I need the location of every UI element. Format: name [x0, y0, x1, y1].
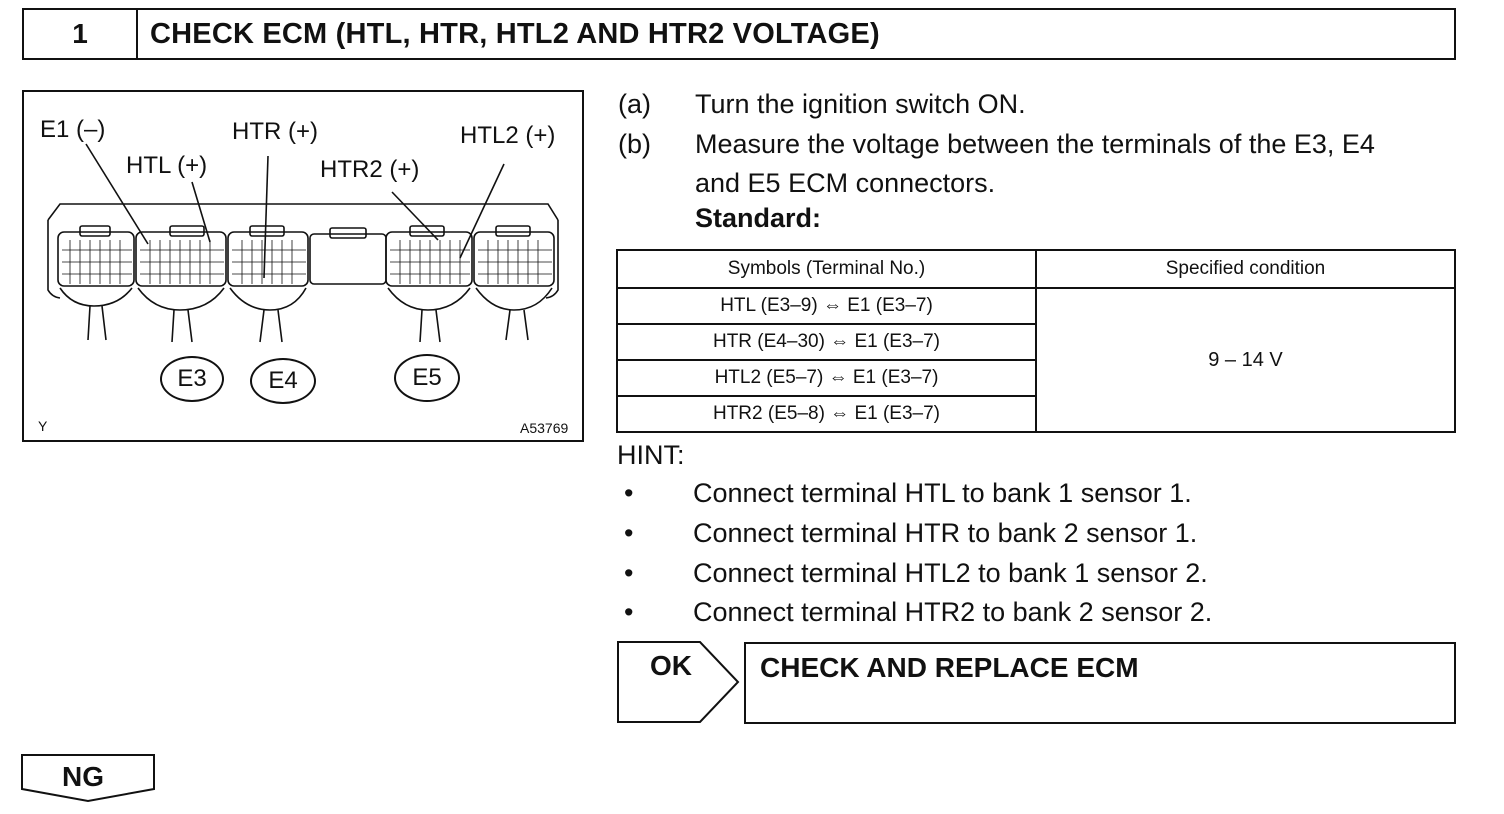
hint-bullet: •	[624, 558, 634, 588]
hint-item: Connect terminal HTL2 to bank 1 sensor 2…	[693, 558, 1208, 588]
connector-e5-label: E5	[394, 354, 460, 402]
step-b-text-line2: and E5 ECM connectors.	[695, 168, 996, 198]
hint-item: Connect terminal HTL to bank 1 sensor 1.	[693, 478, 1192, 508]
ok-label: OK	[650, 650, 692, 681]
table-row: HTR (E4–30) ⇔ E1 (E3–7)	[616, 323, 1455, 361]
table-header-symbols: Symbols (Terminal No.)	[616, 249, 1037, 289]
step-b-text-line1: Measure the voltage between the terminal…	[695, 129, 1375, 159]
table-cell-symbol: HTL (E3–9) ⇔ E1 (E3–7)	[616, 287, 1037, 325]
step-b-letter: (b)	[618, 129, 651, 159]
step-title: CHECK ECM (HTL, HTR, HTL2 AND HTR2 VOLTA…	[150, 17, 880, 50]
ok-arrow-box	[617, 641, 740, 723]
label-e1: E1 (–)	[40, 116, 106, 143]
label-htl: HTL (+)	[126, 152, 208, 179]
table-header-row: Symbols (Terminal No.) Specified conditi…	[616, 249, 1456, 289]
table-header-condition: Specified condition	[1035, 249, 1456, 289]
ecm-connector-figure: E1 (–) HTL (+) HTR (+) HTR2 (+) HTL2 (+)…	[22, 90, 584, 442]
label-htl2: HTL2 (+)	[460, 122, 556, 149]
table-cell-symbol: HTR (E4–30) ⇔ E1 (E3–7)	[616, 323, 1037, 361]
connector-e3-label: E3	[160, 356, 224, 402]
hint-label: HINT:	[617, 440, 685, 470]
hint-bullet: •	[624, 478, 634, 508]
hint-item: Connect terminal HTR2 to bank 2 sensor 2…	[693, 597, 1213, 627]
label-htr2: HTR2 (+)	[320, 156, 420, 183]
hint-item: Connect terminal HTR to bank 2 sensor 1.	[693, 518, 1198, 548]
ng-label: NG	[62, 761, 104, 792]
ok-action-box: CHECK AND REPLACE ECM	[744, 642, 1456, 724]
ok-action-text: CHECK AND REPLACE ECM	[760, 652, 1139, 683]
ng-arrow-box	[21, 754, 155, 803]
step-number: 1	[24, 10, 138, 58]
hint-bullet: •	[624, 597, 634, 627]
connector-e4-label: E4	[250, 358, 316, 404]
table-row: HTL2 (E5–7) ⇔ E1 (E3–7)	[616, 359, 1455, 397]
spec-table: Symbols (Terminal No.) Specified conditi…	[616, 249, 1456, 433]
standard-label: Standard:	[695, 203, 822, 233]
table-cell-symbol: HTR2 (E5–8) ⇔ E1 (E3–7)	[616, 395, 1037, 433]
figure-corner-code: Y	[38, 418, 48, 434]
figure-id: A53769	[520, 420, 569, 436]
table-cell-condition: 9 – 14 V	[1035, 287, 1456, 433]
table-cell-symbol: HTL2 (E5–7) ⇔ E1 (E3–7)	[616, 359, 1037, 397]
step-a-letter: (a)	[618, 89, 651, 119]
hint-bullet: •	[624, 518, 634, 548]
step-a-text: Turn the ignition switch ON.	[695, 89, 1026, 119]
step-header: 1 CHECK ECM (HTL, HTR, HTL2 AND HTR2 VOL…	[22, 8, 1456, 60]
table-row: HTL (E3–9) ⇔ E1 (E3–7) 9 – 14 V	[616, 287, 1456, 433]
label-htr: HTR (+)	[232, 118, 318, 145]
ecm-connector-drawing	[47, 143, 559, 343]
table-row: HTR2 (E5–8) ⇔ E1 (E3–7)	[616, 395, 1455, 433]
